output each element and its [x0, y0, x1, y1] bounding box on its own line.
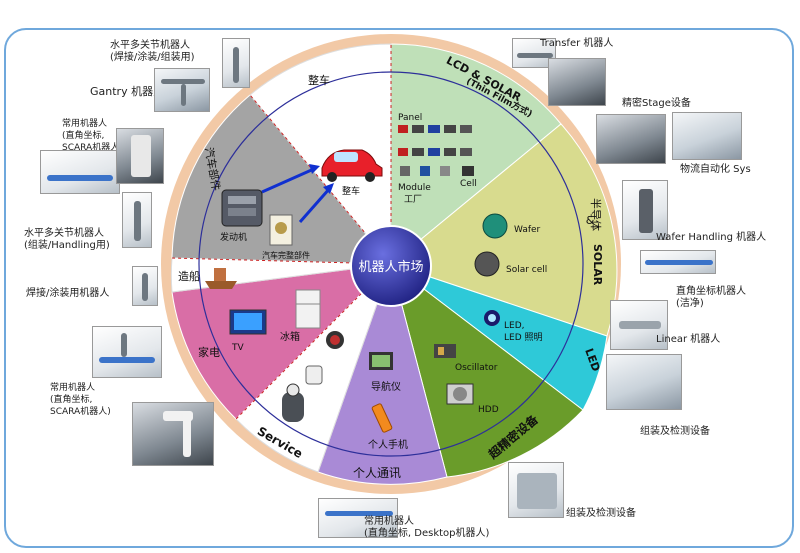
- callout-welding-robot: 焊接/涂装用机器人: [26, 288, 110, 299]
- wafer-icon: [482, 213, 508, 239]
- fridge-icon: [295, 289, 321, 329]
- sector-precision: [390, 262, 584, 478]
- oscillator-label: Oscillator: [455, 363, 498, 373]
- solar-cell-icon: [474, 251, 500, 277]
- finished-parts-label: 汽车完整部件: [262, 250, 310, 260]
- sector-car: [249, 43, 392, 266]
- callout-precision-stage: 精密Stage设备: [622, 98, 691, 109]
- tv-label: TV: [231, 343, 244, 353]
- callout-horizontal-robot-handling: 水平多关节机器人 (组装/Handling用): [24, 228, 110, 252]
- callout-line: (焊接/涂装/组装用): [110, 52, 195, 63]
- inner-guide-circle: [198, 71, 584, 457]
- callout-logistics: 物流自动化 Sys: [680, 164, 751, 175]
- scara-robot-photo: [116, 128, 164, 184]
- callout-common-robot-2: 常用机器人 (直角坐标, SCARA机器人): [50, 382, 111, 418]
- callout-linear-robot: Linear 机器人: [656, 334, 721, 345]
- callout-assembly-right: 组装及检测设备: [640, 426, 710, 437]
- logistics-photo: [672, 112, 742, 160]
- diagram-frame: [4, 28, 794, 548]
- engine-label: 发动机: [220, 231, 247, 243]
- center-hub: [350, 225, 432, 307]
- navigator-icon: [369, 352, 393, 370]
- panel-process-icon: [398, 125, 474, 176]
- precision-stage-photo: [596, 114, 666, 164]
- callout-transfer-robot: Transfer 机器人: [540, 38, 614, 49]
- cell-label: Cell: [460, 179, 477, 189]
- tv-icon: [229, 309, 267, 335]
- factory-label: 工厂: [404, 194, 422, 205]
- ship-icon: [205, 268, 237, 289]
- callout-cartesian-clean: 直角坐标机器人 (洁净): [676, 286, 746, 310]
- navigator-label: 导航仪: [371, 380, 401, 393]
- callout-gantry: Gantry 机器人: [90, 85, 165, 98]
- center-label: 机器人市场: [358, 259, 423, 275]
- callout-horizontal-robot-welding: 水平多关节机器人 (焊接/涂装/组装用): [110, 40, 195, 64]
- desktop-robot-photo: [318, 498, 398, 538]
- auto-parts-icon: [269, 214, 293, 246]
- oscillator-icon: [434, 344, 456, 358]
- robot-photo: [222, 38, 250, 88]
- callout-line: SCARA机器人): [62, 143, 123, 153]
- sector-appliance: [171, 263, 393, 420]
- linear-stage-photo: [640, 250, 716, 274]
- callout-line: (直角坐标,: [62, 131, 105, 141]
- sector-communication: [317, 262, 448, 485]
- assembly-equipment-photo: [508, 462, 564, 518]
- gantry-robot-photo: [154, 68, 210, 112]
- callout-line: SCARA机器人): [50, 407, 111, 417]
- welding-robot-photo: [132, 266, 158, 306]
- fridge-label: 冰箱: [280, 330, 300, 343]
- callout-line: (组装/Handling用): [24, 240, 110, 251]
- comm-title: 个人通讯: [353, 466, 401, 480]
- wafer-handling-photo: [622, 180, 668, 240]
- callout-line: 水平多关节机器人: [110, 40, 190, 51]
- callout-common-robot-1: 常用机器人 (直角坐标, SCARA机器人): [62, 118, 123, 154]
- cartesian-robot-photo: [40, 150, 120, 194]
- callout-line: 常用机器人: [62, 119, 108, 129]
- service-robot-icon: [282, 383, 304, 422]
- semi-amp: &: [586, 214, 595, 227]
- callout-line: (洁净): [676, 298, 704, 309]
- hdd-icon: [446, 383, 474, 405]
- assembly-equipment-photo-right: [606, 354, 682, 410]
- small-robot-icon: [305, 365, 323, 385]
- callout-line: 水平多关节机器人: [24, 228, 104, 239]
- led-item-label: LED,: [504, 321, 525, 331]
- led-icon: [484, 310, 500, 326]
- articulated-robot-photo: [122, 192, 152, 248]
- sector-lcd-solar: [390, 43, 562, 266]
- car-title: 整车: [308, 73, 330, 87]
- phone-icon: [371, 403, 393, 433]
- solar-cell-label: Solar cell: [506, 265, 547, 275]
- engine-icon: [221, 189, 263, 227]
- wafer-label: Wafer: [514, 225, 541, 235]
- linear-robot-photo: [610, 300, 668, 350]
- led-lighting-label: LED 照明: [504, 332, 543, 343]
- ship-title: 造船: [178, 269, 200, 283]
- callout-line: 常用机器人: [50, 383, 96, 393]
- callout-line: (直角坐标, Desktop机器人): [364, 528, 490, 539]
- scara-robot-photo-2: [132, 402, 214, 466]
- car-label: 整车: [342, 185, 360, 197]
- hdd-label: HDD: [478, 405, 499, 415]
- car-icon: [321, 149, 383, 182]
- semi-solar: SOLAR: [591, 244, 604, 286]
- callout-line: (直角坐标,: [50, 395, 93, 405]
- callout-assembly-bottom: 组装及检测设备: [566, 508, 636, 519]
- callout-line: 常用机器人: [364, 516, 414, 527]
- callout-line: 直角坐标机器人: [676, 286, 746, 297]
- appliance-title: 家电: [198, 345, 220, 359]
- callout-common-robot-desktop: 常用机器人 (直角坐标, Desktop机器人): [364, 516, 489, 540]
- phone-label: 个人手机: [368, 438, 408, 451]
- semi-title: 半导体: [589, 198, 603, 231]
- callout-wafer-handling: Wafer Handling 机器人: [656, 232, 767, 243]
- arrow-icon: [261, 164, 334, 223]
- cartesian-robot-photo-2: [92, 326, 162, 378]
- transfer-robot-photo-2: [548, 58, 606, 106]
- module-label: Module: [398, 183, 431, 193]
- robot-vacuum-icon: [326, 331, 344, 349]
- panel-label: Panel: [398, 113, 422, 123]
